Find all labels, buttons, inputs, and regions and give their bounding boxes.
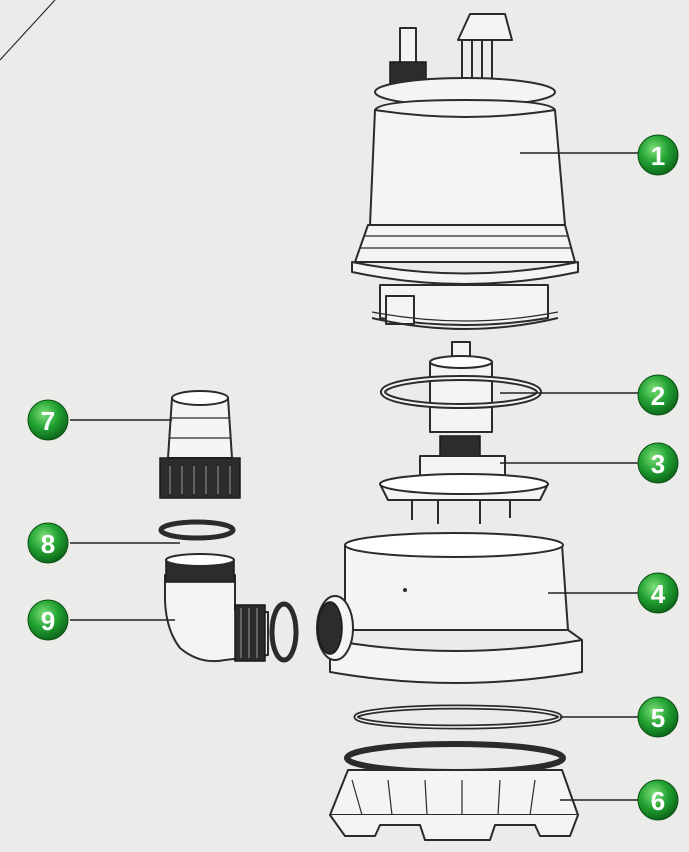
- base-strainer: [329, 741, 579, 841]
- callout-label-1: 1: [651, 141, 665, 171]
- large-oring: [353, 704, 563, 730]
- callout-label-8: 8: [41, 529, 55, 559]
- callout-label-7: 7: [41, 406, 55, 436]
- callout-badge-1: 1: [637, 134, 679, 176]
- callout-badge-7: 7: [27, 399, 69, 441]
- page-corner-line: [0, 0, 56, 61]
- callout-label-4: 4: [651, 579, 666, 609]
- callout-badge-6: 6: [637, 779, 679, 821]
- callout-label-5: 5: [651, 703, 665, 733]
- callout-badge-5: 5: [637, 696, 679, 738]
- impeller-plate: [379, 435, 549, 524]
- callout-label-2: 2: [651, 381, 665, 411]
- callout-badge-9: 9: [27, 599, 69, 641]
- callout-badge-4: 4: [637, 572, 679, 614]
- callout-badge-8: 8: [27, 522, 69, 564]
- callout-label-6: 6: [651, 786, 665, 816]
- callout-label-9: 9: [41, 606, 55, 636]
- callout-badge-2: 2: [637, 374, 679, 416]
- impeller-shaft-oring: [380, 341, 542, 433]
- callout-badge-3: 3: [637, 442, 679, 484]
- small-washer: [158, 519, 236, 541]
- motor-housing: [351, 13, 579, 330]
- callout-label-3: 3: [651, 449, 665, 479]
- elbow-fitting: [164, 553, 269, 663]
- pump-chamber: [269, 532, 583, 684]
- hose-adapter: [159, 390, 241, 499]
